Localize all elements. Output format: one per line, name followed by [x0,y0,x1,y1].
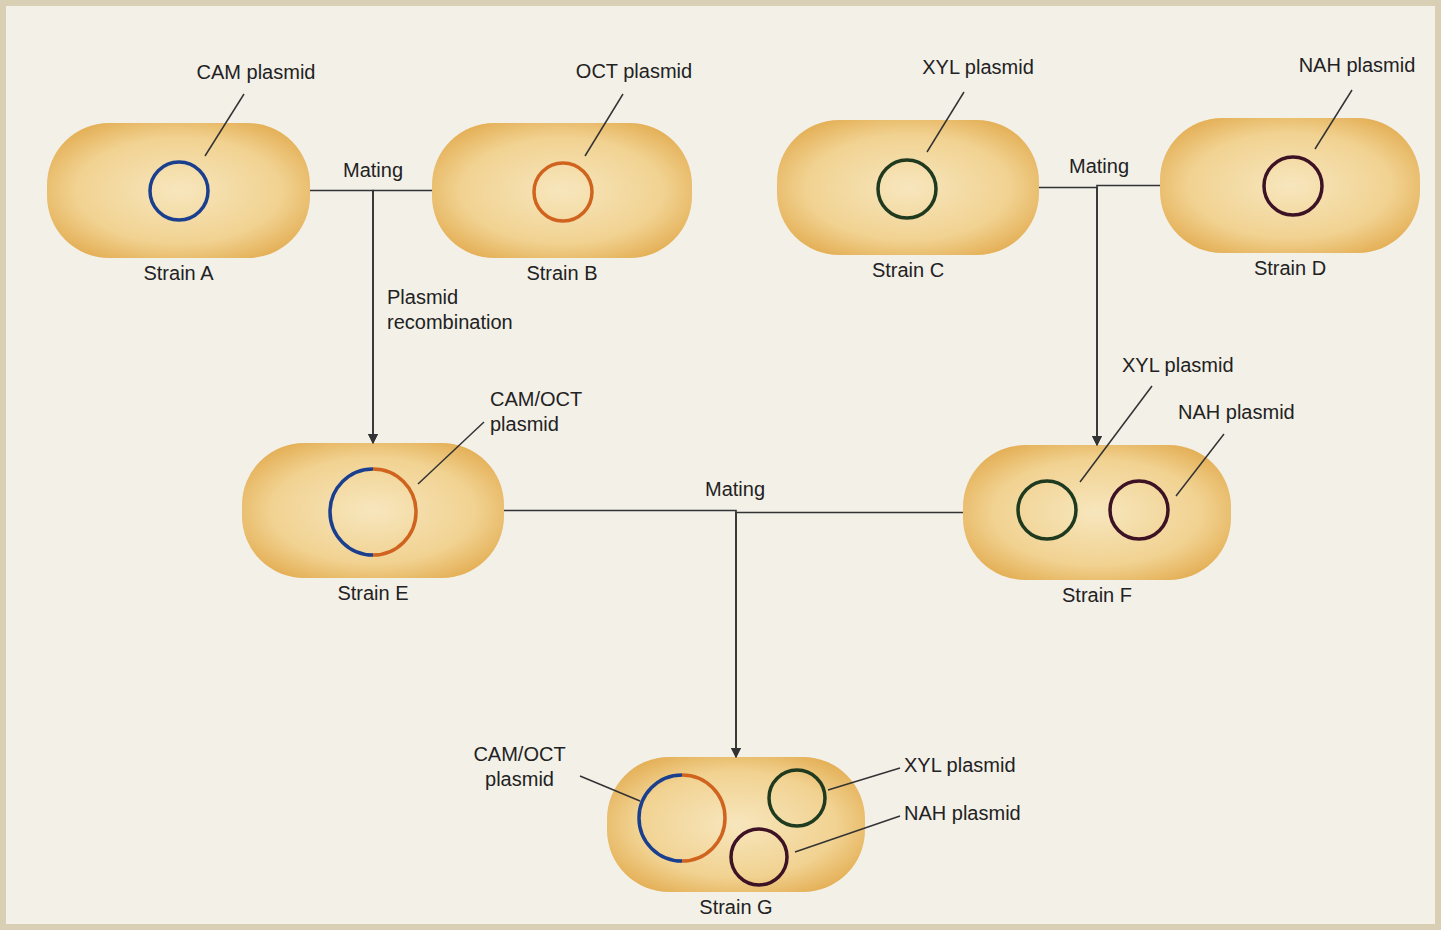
process-label: Mating [685,477,785,502]
cam-half [330,469,373,555]
plasmid-label: XYL plasmid [1122,353,1282,378]
bacterial-cell [242,443,504,578]
nah-plasmid [1110,481,1168,539]
cam-half [639,775,682,861]
xyl-plasmid [1018,481,1076,539]
bacterial-cell [607,757,865,892]
strain-name: Strain F [943,584,1251,607]
strain-cell: Strain G [607,757,865,892]
strain-cell: Strain E [242,443,504,578]
bacterial-cell [777,120,1039,255]
leader-line [795,816,900,852]
xyl-plasmid [878,160,936,218]
mating-connector [1097,186,1160,446]
bacterial-cell [1160,118,1420,253]
mating-connector [736,513,963,758]
xyl-plasmid [769,770,825,826]
leader-line [1080,386,1152,482]
plasmid-label: CAM/OCT plasmid [462,742,577,792]
plasmid-label: CAM/OCT plasmid [490,387,600,437]
oct-half [682,775,725,861]
plasmid-label: OCT plasmid [554,59,714,84]
mating-connector [504,511,736,758]
strain-name: Strain E [222,582,524,605]
cam-plasmid [150,162,208,220]
bacterial-cell [963,445,1231,580]
plasmid-label: NAH plasmid [904,801,1064,826]
oct-half [373,469,416,555]
strain-cell: Strain D [1160,118,1420,253]
leader-line [418,422,484,484]
plasmid-label: NAH plasmid [1178,400,1338,425]
strain-name: Strain B [412,262,712,285]
strain-name: Strain D [1140,257,1440,280]
leader-line [927,92,964,152]
leader-line [828,768,900,790]
strain-name: Strain A [27,262,330,285]
bacterial-cell [432,123,692,258]
strain-name: Strain G [587,896,885,919]
leader-line [1315,90,1352,149]
strain-cell: Strain C [777,120,1039,255]
leader-line [580,776,640,801]
leader-line [585,94,623,156]
process-label: Mating [1049,154,1149,179]
plasmid-label: NAH plasmid [1282,53,1432,78]
leader-line [205,94,244,156]
mating-connector [1039,188,1097,446]
strain-cell: Strain B [432,123,692,258]
process-label: Plasmid recombination [387,285,547,335]
process-label: Mating [323,158,423,183]
mating-connector [310,191,373,444]
leader-line [1176,434,1224,496]
page-ground: Strain A Strain B Strain C Strain D Strain E… [6,6,1435,924]
connector-layer [6,6,1435,924]
plasmid-label: XYL plasmid [898,55,1058,80]
oct-plasmid [534,163,592,221]
illustration [6,6,1435,924]
strain-cell: Strain A [47,123,310,258]
plasmid-label: XYL plasmid [904,753,1064,778]
nah-plasmid [731,829,787,885]
strain-name: Strain C [757,259,1059,282]
plasmid-label: CAM plasmid [176,60,336,85]
bacterial-cell [47,123,310,258]
nah-plasmid [1264,157,1322,215]
strain-cell: Strain F [963,445,1231,580]
